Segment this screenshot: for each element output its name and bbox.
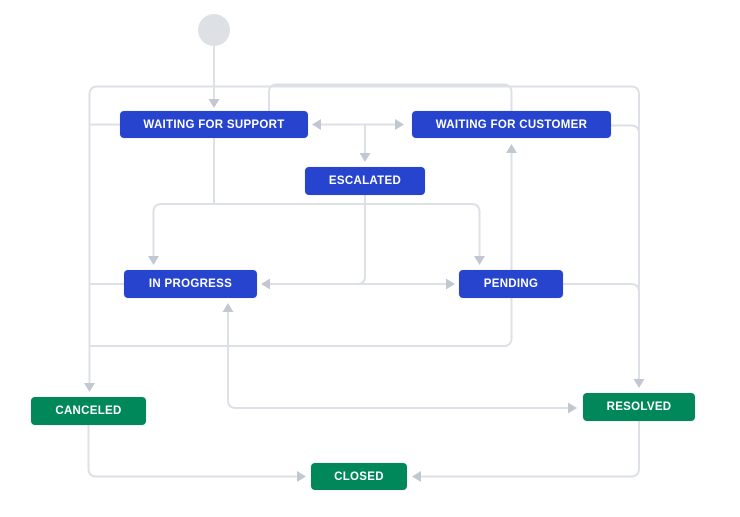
edge-resolved-to-closed (412, 421, 640, 482)
status-label: RESOLVED (606, 401, 672, 413)
edge-left-rail-to-canceled (84, 94, 124, 392)
edge-start-to-waiting-for-support (208, 45, 220, 108)
status-node-pending[interactable]: PENDING (459, 270, 563, 298)
status-label: IN PROGRESS (148, 278, 233, 290)
status-node-canceled[interactable]: CANCELED (31, 397, 146, 425)
edge-to-escalated (359, 124, 371, 162)
start-node[interactable] (198, 14, 230, 46)
status-node-waiting-for-support[interactable]: WAITING FOR SUPPORT (120, 111, 308, 138)
edge-support-to-inprogress-pending (148, 138, 485, 265)
edge-inprogress-resolved-bidirectional (222, 303, 577, 414)
edge-escalated-to-inprogress (356, 195, 366, 285)
status-label: WAITING FOR SUPPORT (143, 118, 285, 131)
status-label: ESCALATED (328, 175, 402, 187)
edge-to-customer-bottom (89, 144, 517, 347)
status-node-escalated[interactable]: ESCALATED (305, 167, 425, 195)
edge-inprogress-pending-bidirectional (261, 278, 455, 290)
status-node-waiting-for-customer[interactable]: WAITING FOR CUSTOMER (412, 111, 611, 138)
edge-top-loop-support-customer (268, 83, 513, 111)
edge-right-rail-to-resolved (563, 94, 645, 388)
status-label: WAITING FOR CUSTOMER (435, 118, 588, 131)
edge-support-customer-bidirectional (312, 119, 404, 130)
status-label: CANCELED (55, 405, 122, 417)
edge-canceled-to-closed (87, 425, 306, 482)
status-label: CLOSED (334, 470, 384, 483)
status-node-in-progress[interactable]: IN PROGRESS (124, 270, 257, 298)
status-label: PENDING (483, 278, 539, 290)
status-node-resolved[interactable]: RESOLVED (583, 393, 695, 421)
status-node-closed[interactable]: CLOSED (311, 463, 407, 490)
edge-top-rail (88, 85, 640, 95)
